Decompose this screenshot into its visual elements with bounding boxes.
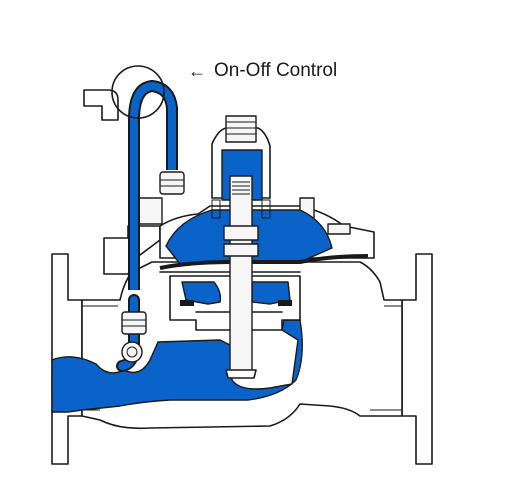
tubing-hook [83,89,119,121]
cover-bolt-left [137,197,163,225]
control-tubing [83,80,185,372]
right-flange [401,253,433,465]
elbow-fitting-inner [126,346,138,358]
elbow-fitting [121,341,143,363]
inlet-chamber-water [51,319,303,413]
stem-nut-lower [223,243,259,257]
left-arrow-icon: ← [188,61,206,81]
stem-nut-upper [223,225,259,241]
tube-water [130,82,176,290]
on-off-control-callout: ← On-Off Control [188,60,337,82]
top-cap [225,115,257,143]
cap-threads [226,121,256,135]
stem-assembly [211,115,271,379]
lower-fitting [121,311,147,335]
lower-fitting-threads [122,319,146,327]
valve-stem [229,175,253,377]
on-off-control-highlight-circle [111,65,165,119]
screw-left [211,199,221,219]
inlet-water [51,319,303,413]
seat-ring-right [278,300,292,306]
stem-threads [232,181,250,195]
diaphragm [159,254,369,270]
stem-guide [225,369,257,379]
seat-water-left [181,281,222,305]
cover-nut-right [327,223,351,235]
callout-label: On-Off Control [214,60,338,81]
seat-ring-left [180,300,194,306]
upper-fitting [159,171,185,195]
upper-fitting-threads [160,179,184,187]
casting-lines [82,305,402,411]
screw-right [261,199,271,219]
